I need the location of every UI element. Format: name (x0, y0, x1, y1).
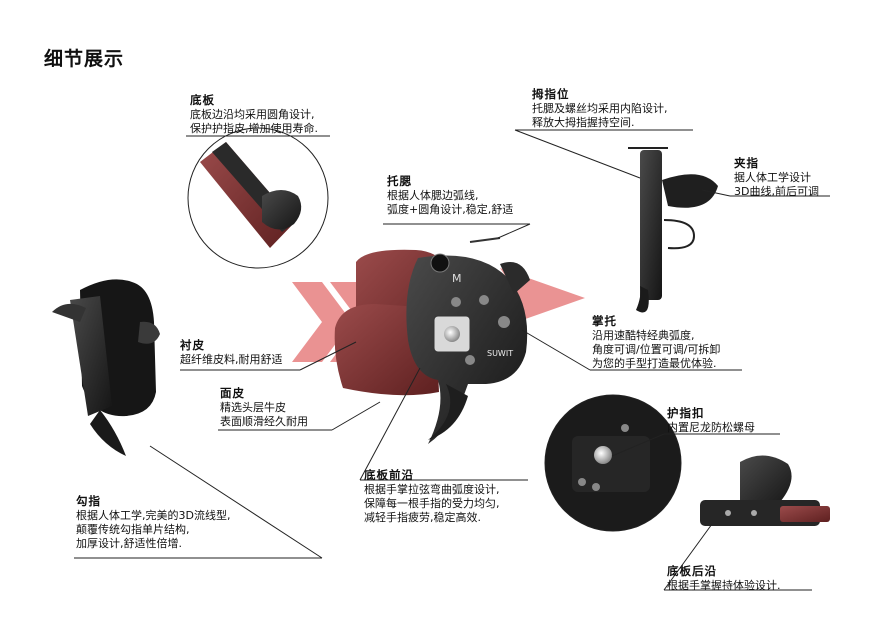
palm-rest (500, 262, 530, 294)
annotation-hook-finger: 勾指 根据人体工学,完美的3D流线型, 颠覆传统勾指单片结构, 加厚设计,舒适性… (76, 494, 230, 551)
right-body (640, 150, 662, 300)
annotation-title: 拇指位 (532, 87, 570, 101)
annotation-lining: 衬皮 超纤维皮料,耐用舒适 (180, 338, 283, 367)
br-palm (740, 455, 792, 508)
annotation-title: 夹指 (734, 156, 759, 170)
plate-hole-5 (465, 355, 475, 365)
annotation-title: 面皮 (220, 386, 245, 400)
annotation-title: 勾指 (76, 494, 101, 508)
annotation-title: 掌托 (592, 314, 617, 328)
annotation-line: 托腮及螺丝均采用内陷设计, (532, 102, 668, 115)
left-thumb-lever (52, 303, 86, 322)
left-roller (138, 321, 160, 344)
annotation-line: 据人体工学设计 (734, 171, 811, 184)
annotation-line: 根据手掌拉弦弯曲弧度设计, (364, 483, 500, 496)
br-leather (780, 506, 830, 522)
nut-hole-3 (621, 424, 629, 432)
annotation-line: 根据人体腮边弧线, (387, 189, 479, 202)
annotation-line: 3D曲线,前后可调 (734, 185, 819, 198)
center-screw (444, 326, 460, 342)
annotation-line: 弧度+圆角设计,稳定,舒适 (387, 203, 514, 216)
annotation-line: 表面顺滑经久耐用 (220, 415, 308, 428)
annotation-line: 保护护指皮,增加使用寿命. (190, 122, 318, 135)
annotation-line: 内置尼龙防松螺母 (667, 421, 755, 434)
annotation-line: 根据手掌握持体验设计. (667, 579, 781, 592)
annotation-cheek-rest: 托腮 根据人体腮边弧线, 弧度+圆角设计,稳定,舒适 (387, 174, 513, 217)
annotation-line: 加厚设计,舒适性倍增. (76, 537, 182, 550)
nut-hole-2 (592, 483, 600, 491)
annotation-title: 底板 (190, 93, 215, 107)
annotation-thumb-position: 拇指位 托腮及螺丝均采用内陷设计, 释放大拇指握持空间. (532, 87, 668, 130)
annotation-line: 底板边沿均采用圆角设计, (190, 108, 315, 121)
left-plate (70, 296, 112, 416)
plate-hole-3 (479, 295, 489, 305)
brand-mark: SUWIT (487, 349, 513, 358)
annotation-line: 颠覆传统勾指单片结构, (76, 523, 190, 536)
right-wire (663, 219, 696, 250)
br-screw-1 (725, 510, 731, 516)
left-hook-finger (90, 410, 126, 456)
nut-hole-1 (578, 478, 586, 486)
annotation-face-leather: 面皮 精选头层牛皮 表面顺滑经久耐用 (220, 386, 308, 429)
annotation-line: 精选头层牛皮 (220, 401, 286, 414)
plate-hole-1 (430, 253, 450, 273)
zoom-circle-nut (544, 394, 682, 532)
annotation-line: 保障每一根手指的受力均匀, (364, 497, 500, 510)
annotation-title: 底板前沿 (364, 468, 414, 482)
release-aid-main: M SUWIT (334, 237, 530, 444)
annotation-base-plate: 底板 底板边沿均采用圆角设计, 保护护指皮,增加使用寿命. (190, 93, 318, 136)
trigger-hook (428, 384, 468, 440)
annotation-line: 超纤维皮料,耐用舒适 (180, 353, 283, 366)
annotation-title: 托腮 (387, 174, 412, 188)
page-title: 细节展示 (44, 48, 125, 70)
nut-plate (572, 436, 650, 492)
top-stem (469, 237, 501, 243)
br-screw-2 (751, 510, 757, 516)
release-aid-side-left (52, 279, 160, 456)
release-aid-side-right (628, 147, 718, 313)
right-finger-clip (662, 174, 718, 208)
annotation-front-edge: 底板前沿 根据手掌拉弦弯曲弧度设计, 保障每一根手指的受力均匀, 减轻手指疲劳,… (364, 468, 500, 525)
annotation-rear-edge: 底板后沿 根据手掌握持体验设计. (667, 564, 781, 593)
plate-hole-4 (498, 316, 510, 328)
annotation-line: 沿用速酷特经典弧度, (592, 329, 695, 342)
annotation-anti-loose-nut: 护指扣 内置尼龙防松螺母 (667, 406, 755, 435)
annotation-finger-clip: 夹指 据人体工学设计 3D曲线,前后可调 (734, 156, 819, 199)
zoom-circle-base-plate (187, 127, 329, 269)
annotation-palm-rest: 掌托 沿用速酷特经典弧度, 角度可调/位置可调/可拆卸 为您的手型打造最优体验. (592, 314, 720, 371)
annotation-line: 根据人体工学,完美的3D流线型, (76, 509, 231, 522)
annotation-title: 衬皮 (180, 338, 205, 352)
plate-letter: M (452, 272, 462, 285)
annotation-title: 底板后沿 (667, 564, 717, 578)
annotation-line: 释放大拇指握持空间. (532, 116, 635, 129)
plate-hole-2 (451, 297, 461, 307)
annotation-line: 角度可调/位置可调/可拆卸 (592, 343, 721, 356)
release-aid-bottom-right (700, 455, 830, 526)
nut-screw (594, 446, 612, 464)
right-hook (636, 286, 649, 313)
annotation-title: 护指扣 (667, 406, 705, 420)
leader-lines (74, 129, 830, 591)
thumb-screw-detail (262, 190, 302, 230)
annotation-line: 减轻手指疲劳,稳定高效. (364, 511, 481, 524)
annotation-line: 为您的手型打造最优体验. (592, 357, 717, 370)
